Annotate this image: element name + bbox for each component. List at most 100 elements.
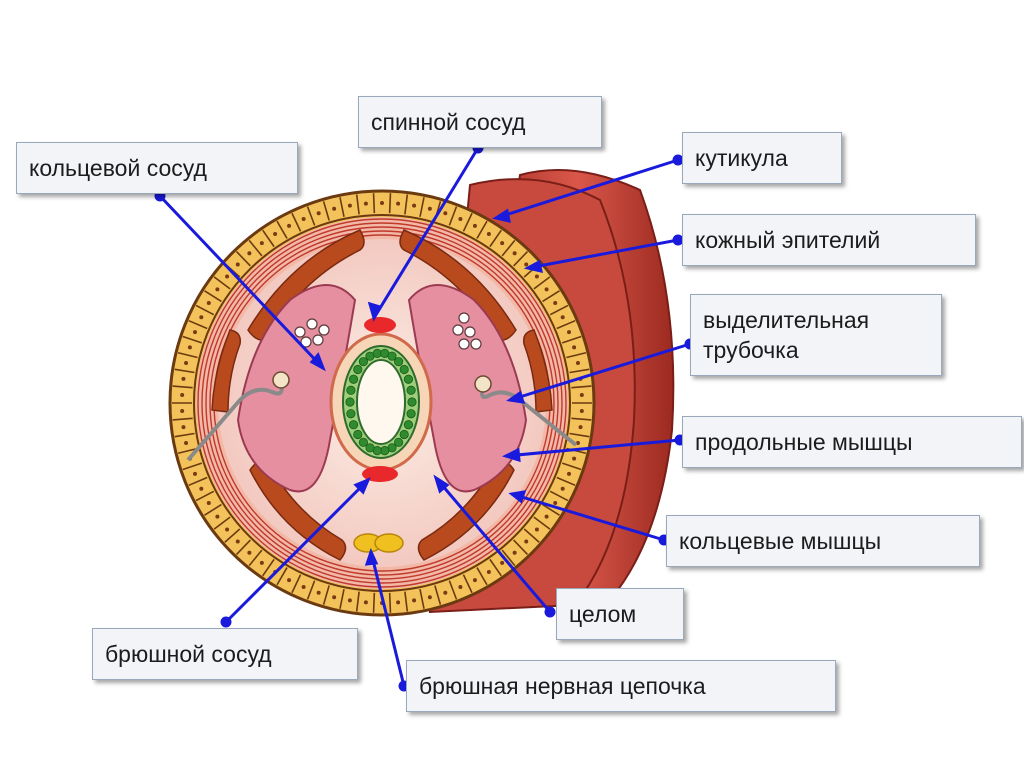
pointer-longitudinal-muscles bbox=[505, 438, 681, 458]
epithelial-cell-nucleus bbox=[259, 560, 264, 565]
epithelial-cell-wall bbox=[501, 239, 516, 257]
arrowhead-cuticle bbox=[492, 208, 511, 223]
epithelial-cell-wall bbox=[188, 476, 208, 487]
epithelial-cell-wall bbox=[306, 206, 316, 226]
pointer-ventral-nerve-chain bbox=[369, 551, 406, 687]
epithelial-cell-wall bbox=[262, 558, 275, 577]
ring-muscle-line bbox=[209, 230, 555, 576]
epithelial-cell-wall bbox=[291, 574, 302, 594]
epithelial-cell-wall bbox=[177, 447, 198, 455]
epithelial-cell-wall bbox=[404, 591, 409, 612]
epithelial-cell-wall bbox=[549, 490, 569, 502]
pointer-ring-muscles bbox=[511, 492, 665, 542]
epithelial-cell-wall bbox=[182, 462, 203, 471]
epithelial-cell-nucleus bbox=[472, 223, 477, 228]
label-skin-epithelium: кожный эпителий bbox=[682, 214, 976, 266]
epithelial-cell-wall bbox=[355, 591, 360, 612]
gut-cell bbox=[353, 364, 363, 375]
epithelial-cell-wall bbox=[489, 558, 502, 577]
epithelial-cell-nucleus bbox=[181, 376, 186, 381]
epithelial-cell-nucleus bbox=[512, 550, 517, 555]
epithelial-cell-nucleus bbox=[225, 527, 230, 532]
ring-muscle-lines bbox=[197, 218, 567, 588]
arrowhead-excretory-tubule bbox=[506, 390, 526, 404]
ring-muscle-line bbox=[201, 222, 563, 584]
gut-lumen bbox=[356, 359, 406, 445]
epithelial-cell-nucleus bbox=[412, 203, 417, 208]
epithelial-cell-nucleus bbox=[363, 600, 368, 605]
pointer-skin-epithelium bbox=[527, 238, 679, 270]
epithelial-cell-nucleus bbox=[534, 527, 539, 532]
gut-cell bbox=[365, 443, 375, 453]
epithelial-cell-nucleus bbox=[332, 595, 337, 600]
epithelial-cell-nucleus bbox=[443, 590, 448, 595]
epithelial-cell-wall bbox=[339, 197, 345, 217]
epithelial-cell-nucleus bbox=[247, 251, 252, 256]
epithelial-cell-wall bbox=[388, 193, 392, 214]
epithelial-cell-wall bbox=[462, 574, 473, 594]
gut-cell bbox=[387, 351, 397, 361]
epithelial-cell-nucleus bbox=[396, 201, 401, 206]
gut-cell bbox=[346, 385, 356, 395]
arrowhead-longitudinal-muscles bbox=[501, 447, 521, 463]
epithelial-cell-wall bbox=[542, 290, 560, 303]
epithelial-cell-wall bbox=[501, 549, 516, 567]
epithelial-cell-nucleus bbox=[287, 223, 292, 228]
epithelial-cell-nucleus bbox=[575, 441, 580, 446]
epithelial-cell-nucleus bbox=[560, 315, 565, 320]
pointer-lines bbox=[154, 142, 696, 692]
arrowhead-skin-epithelium bbox=[523, 259, 543, 273]
epithelial-cell-wall bbox=[213, 276, 231, 290]
epithelial-cell-wall bbox=[248, 549, 263, 567]
pointer-dot-ventral-vessel bbox=[220, 616, 232, 628]
ring-muscle-line bbox=[205, 226, 559, 580]
pointer-excretory-tubule bbox=[509, 342, 691, 402]
epithelial-cell-nucleus bbox=[575, 360, 580, 365]
epithelial-cell-nucleus bbox=[273, 231, 278, 236]
epithelial-cell-wall bbox=[235, 539, 251, 556]
longitudinal-muscles bbox=[211, 229, 553, 561]
epithelial-cell-wall bbox=[513, 539, 529, 556]
epithelial-cell-nucleus bbox=[180, 392, 185, 397]
epithelial-cell-wall bbox=[174, 368, 195, 374]
epithelial-cell-nucleus bbox=[458, 217, 463, 222]
epithelial-cell-nucleus bbox=[301, 217, 306, 222]
pointer-dot-cuticle bbox=[672, 154, 684, 166]
gut-cell bbox=[353, 429, 363, 440]
epithelial-cell-wall bbox=[262, 229, 275, 248]
arrowhead-ventral-vessel bbox=[353, 477, 371, 495]
epithelial-cell-wall bbox=[561, 335, 582, 344]
epithelial-cell-nucleus bbox=[572, 456, 577, 461]
arrowhead-ring-muscles bbox=[508, 490, 527, 504]
epithelial-cell-wall bbox=[322, 585, 330, 605]
epithelial-cell-nucleus bbox=[512, 251, 517, 256]
gut-cell bbox=[406, 385, 416, 395]
epithelial-cell-nucleus bbox=[184, 441, 189, 446]
epithelial-cell-nucleus bbox=[181, 425, 186, 430]
epithelial-cell-nucleus bbox=[206, 501, 211, 505]
gut-cell bbox=[403, 420, 414, 430]
epithelial-cell-wall bbox=[195, 304, 215, 316]
epithelial-cell-wall bbox=[419, 197, 425, 217]
label-ventral-vessel: брюшной сосуд bbox=[92, 628, 358, 680]
epithelial-cell-nucleus bbox=[427, 595, 432, 600]
epithelial-cell-nucleus bbox=[180, 409, 185, 414]
epithelial-cell-wall bbox=[404, 194, 409, 215]
epithelial-cell-wall bbox=[172, 417, 193, 421]
epithelial-cell-nucleus bbox=[199, 315, 204, 320]
epithelial-cell-nucleus bbox=[206, 301, 211, 305]
epithelial-cell-wall bbox=[566, 351, 587, 359]
gut-cell bbox=[406, 409, 416, 419]
epithelial-cell-nucleus bbox=[412, 598, 417, 603]
epithelial-cell-wall bbox=[235, 250, 251, 267]
epithelial-cell-wall bbox=[276, 220, 288, 239]
cell-clusters bbox=[294, 312, 482, 350]
label-cuticle: кутикула bbox=[682, 132, 842, 184]
epithelial-cell-wall bbox=[172, 385, 193, 389]
epithelial-cell-nucleus bbox=[396, 600, 401, 605]
epithelial-cell-wall bbox=[549, 304, 569, 316]
epithelial-cell-nucleus bbox=[458, 584, 463, 589]
arrowhead-ring-vessel bbox=[309, 352, 326, 372]
